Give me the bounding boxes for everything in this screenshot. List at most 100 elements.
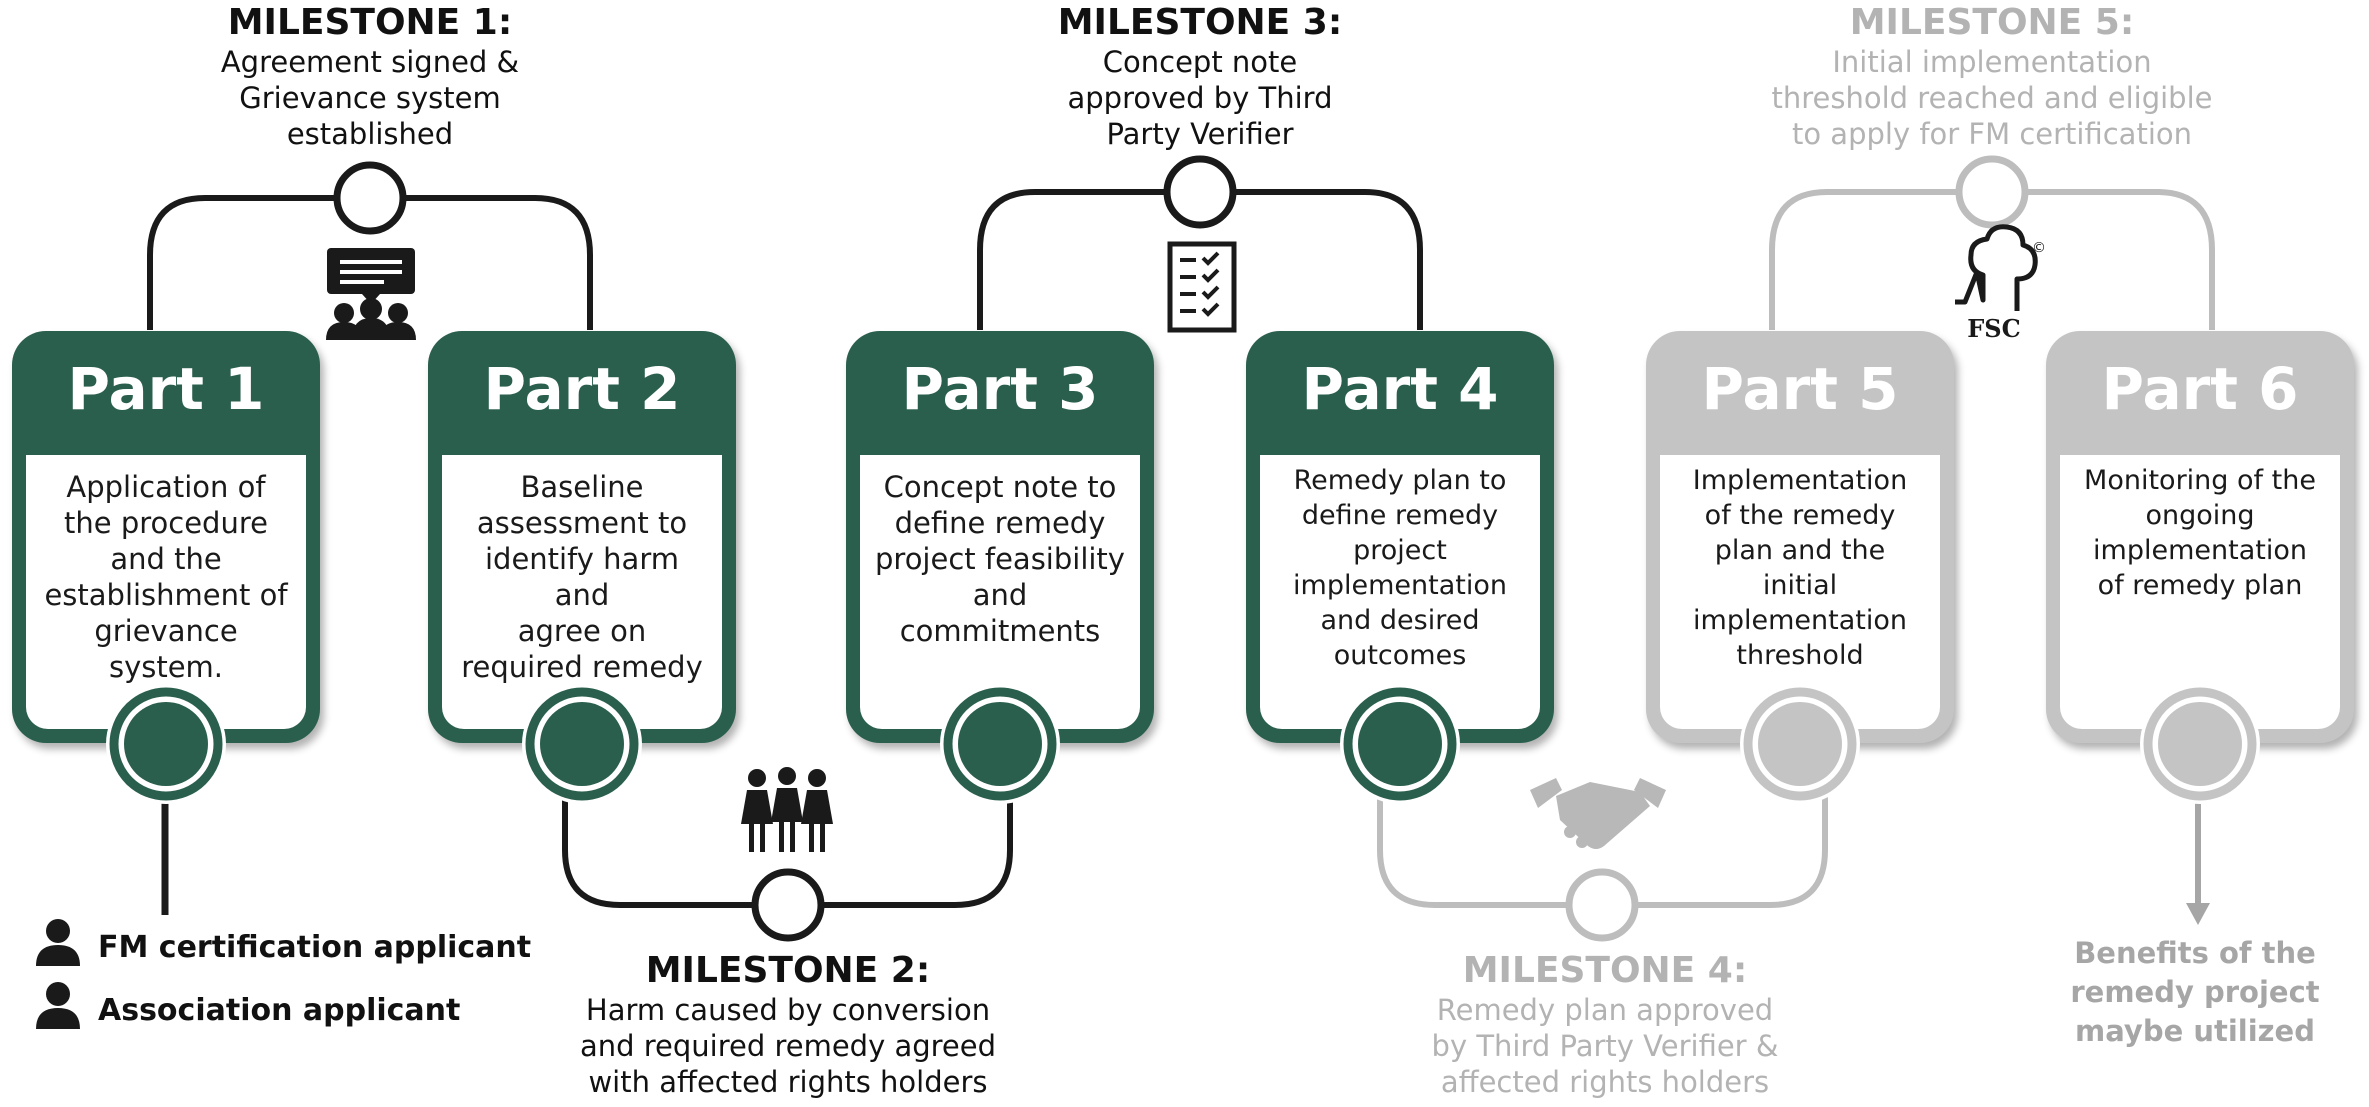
benefits-line: maybe utilized [2075, 1014, 2315, 1048]
part-6-line: implementation [2093, 535, 2307, 566]
part-5-text: Implementation of the remedy plan and th… [1674, 463, 1926, 673]
milestone-4-label: MILESTONE 4: Remedy plan approved by Thi… [1380, 950, 1830, 1100]
part-2-line: Baseline [520, 470, 644, 504]
part-1-line: establishment of [44, 578, 288, 612]
part-5-line: implementation [1693, 605, 1907, 636]
legend-fm-applicant-label: FM certification applicant [98, 930, 532, 965]
part-4-text: Remedy plan to define remedy project imp… [1274, 463, 1526, 673]
part-1-line: grievance system. [94, 614, 238, 684]
milestone-3-label: MILESTONE 3: Concept note approved by Th… [990, 2, 1410, 152]
part-3-line: project feasibility [875, 542, 1125, 576]
part-5-line: threshold [1736, 640, 1864, 671]
part-6-text: Monitoring of the ongoing implementation… [2074, 463, 2326, 603]
milestone-1-line: Agreement signed & [220, 45, 520, 79]
part-4-line: and desired [1320, 605, 1480, 636]
part-2-line: assessment to [476, 506, 688, 540]
milestone-1-label: MILESTONE 1: Agreement signed & Grievanc… [160, 2, 580, 152]
fsc-logo-icon: FSC © [1955, 224, 2046, 343]
part-4-title: Part 4 [1301, 355, 1499, 423]
women-group-icon [741, 767, 833, 852]
milestone-3-line: Concept note [1102, 45, 1298, 79]
fsc-registered-mark: © [2032, 240, 2046, 256]
milestone-4-title: MILESTONE 4: [1462, 950, 1748, 991]
milestone-2-line: Harm caused by conversion [585, 993, 991, 1027]
applicant-arrow-head [152, 751, 178, 777]
benefits-label: Benefits of the remedy project maybe uti… [2045, 934, 2345, 1051]
part-6-body: Monitoring of the ongoing implementation… [2060, 455, 2340, 729]
part-3-body: Concept note to define remedy project fe… [860, 455, 1140, 729]
part-1-line: and the [110, 542, 222, 576]
part-1-title: Part 1 [67, 355, 265, 423]
milestone-2-line: with affected rights holders [588, 1065, 988, 1099]
handshake-icon [1530, 778, 1666, 849]
part-4-line: define remedy [1301, 500, 1499, 531]
part-2-card: Part 2 Baseline assessment to identify h… [428, 331, 736, 743]
legend-association-applicant-label: Association applicant [98, 993, 461, 1028]
part-5-card: Part 5 Implementation of the remedy plan… [1646, 331, 1954, 743]
part-4-line: Remedy plan to [1293, 465, 1507, 496]
part-2-line: agree on [517, 614, 647, 648]
part-1-body: Application of the procedure and the est… [26, 455, 306, 729]
part-6-line: of remedy plan [2097, 570, 2303, 601]
milestone-1-line: established [286, 117, 454, 151]
part-4-line: implementation [1293, 570, 1507, 601]
milestone-4-line: Remedy plan approved [1436, 993, 1774, 1027]
part-6-card: Part 6 Monitoring of the ongoing impleme… [2046, 331, 2354, 743]
part-5-line: Implementation [1692, 465, 1908, 496]
part-1-card: Part 1 Application of the procedure and … [12, 331, 320, 743]
part-3-title: Part 3 [901, 355, 1099, 423]
part-3-line: define remedy [894, 506, 1106, 540]
milestone-2-label: MILESTONE 2: Harm caused by conversion a… [558, 950, 1018, 1100]
milestone-3-line: approved by Third [1067, 81, 1333, 115]
checklist-icon [1167, 241, 1237, 333]
part-4-line: project [1353, 535, 1447, 566]
part-2-line: required remedy [461, 650, 703, 684]
part-6-title: Part 6 [2101, 355, 2299, 423]
person-icon [36, 982, 80, 1029]
milestone-5-label: MILESTONE 5: Initial implementation thre… [1752, 2, 2232, 152]
milestone-5-node [1955, 155, 2029, 229]
milestone-2-node [751, 868, 825, 942]
milestone-4-line: by Third Party Verifier & [1431, 1029, 1779, 1063]
milestone-1-line: Grievance system [239, 81, 501, 115]
milestone-3-title: MILESTONE 3: [1057, 2, 1343, 43]
benefits-line: remedy project [2070, 975, 2320, 1009]
part-1-line: Application of [66, 470, 266, 504]
part-3-line: Concept note to [883, 470, 1117, 504]
part-1-text: Application of the procedure and the est… [40, 469, 292, 685]
part-2-body: Baseline assessment to identify harm and… [442, 455, 722, 729]
part-4-card: Part 4 Remedy plan to define remedy proj… [1246, 331, 1554, 743]
part-5-title: Part 5 [1701, 355, 1899, 423]
milestone-3-line: Party Verifier [1106, 117, 1294, 151]
benefits-line: Benefits of the [2074, 936, 2316, 970]
benefits-arrow-head [2186, 903, 2210, 925]
part-3-text: Concept note to define remedy project fe… [874, 469, 1126, 649]
part-5-line: of the remedy [1704, 500, 1896, 531]
part-2-line: identify harm and [484, 542, 679, 612]
fsc-label: FSC [1967, 314, 2020, 343]
milestone-2-line: and required remedy agreed [579, 1029, 997, 1063]
milestone-5-title: MILESTONE 5: [1849, 2, 2135, 43]
part-3-line: commitments [899, 614, 1101, 648]
part-5-line: initial [1762, 570, 1838, 601]
milestone-1-title: MILESTONE 1: [227, 2, 513, 43]
milestone-5-line: threshold reached and eligible [1771, 81, 2213, 115]
person-icon [36, 919, 80, 966]
part-3-card: Part 3 Concept note to define remedy pro… [846, 331, 1154, 743]
part-5-body: Implementation of the remedy plan and th… [1660, 455, 1940, 729]
part-1-line: the procedure [64, 506, 268, 540]
part-2-text: Baseline assessment to identify harm and… [456, 469, 708, 685]
milestone-2-title: MILESTONE 2: [645, 950, 931, 991]
part-6-line: ongoing [2145, 500, 2255, 531]
milestone-4-line: affected rights holders [1440, 1065, 1770, 1099]
milestone-5-line: Initial implementation [1832, 45, 2152, 79]
part-3-line: and [972, 578, 1028, 612]
milestone-1-node [333, 161, 407, 235]
part-4-line: outcomes [1333, 640, 1467, 671]
part-2-title: Part 2 [483, 355, 681, 423]
milestone-3-node [1163, 155, 1237, 229]
part-4-body: Remedy plan to define remedy project imp… [1260, 455, 1540, 729]
part-5-line: plan and the [1714, 535, 1886, 566]
milestone-5-line: to apply for FM certification [1791, 117, 2193, 151]
